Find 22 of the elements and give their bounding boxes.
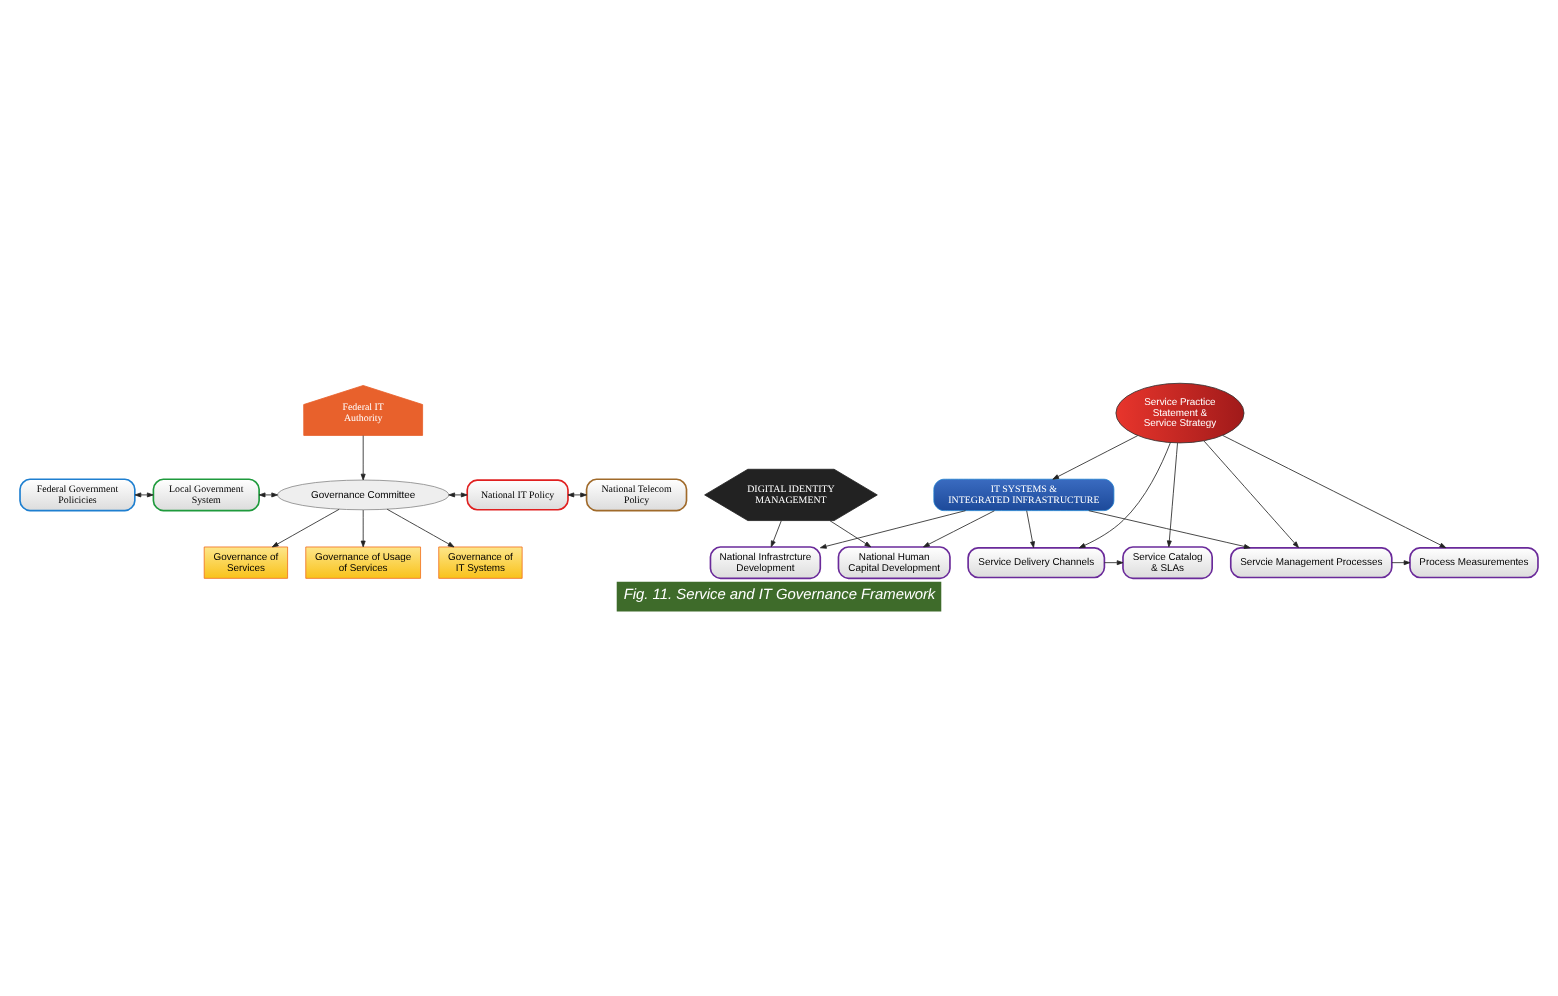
arrow <box>1088 509 1251 548</box>
arrow <box>360 508 366 547</box>
arrow <box>1026 509 1035 547</box>
arrow <box>820 509 966 548</box>
arrow <box>1166 441 1178 547</box>
arrow <box>1222 434 1447 548</box>
arrow <box>770 519 782 547</box>
arrow <box>1078 441 1171 548</box>
arrow <box>829 519 872 547</box>
arrow <box>1052 434 1139 479</box>
arrow <box>134 491 154 497</box>
arrow <box>258 491 278 497</box>
arrow <box>360 434 366 480</box>
arrow <box>448 491 468 497</box>
arrow <box>1104 559 1124 565</box>
caption: Fig. 11. Service and IT Governance Framework <box>623 584 936 603</box>
arrow <box>271 507 340 547</box>
arrow <box>567 491 587 497</box>
arrow <box>923 509 995 547</box>
arrow <box>1391 559 1411 565</box>
arrow <box>386 507 455 547</box>
arrow <box>1203 439 1299 547</box>
